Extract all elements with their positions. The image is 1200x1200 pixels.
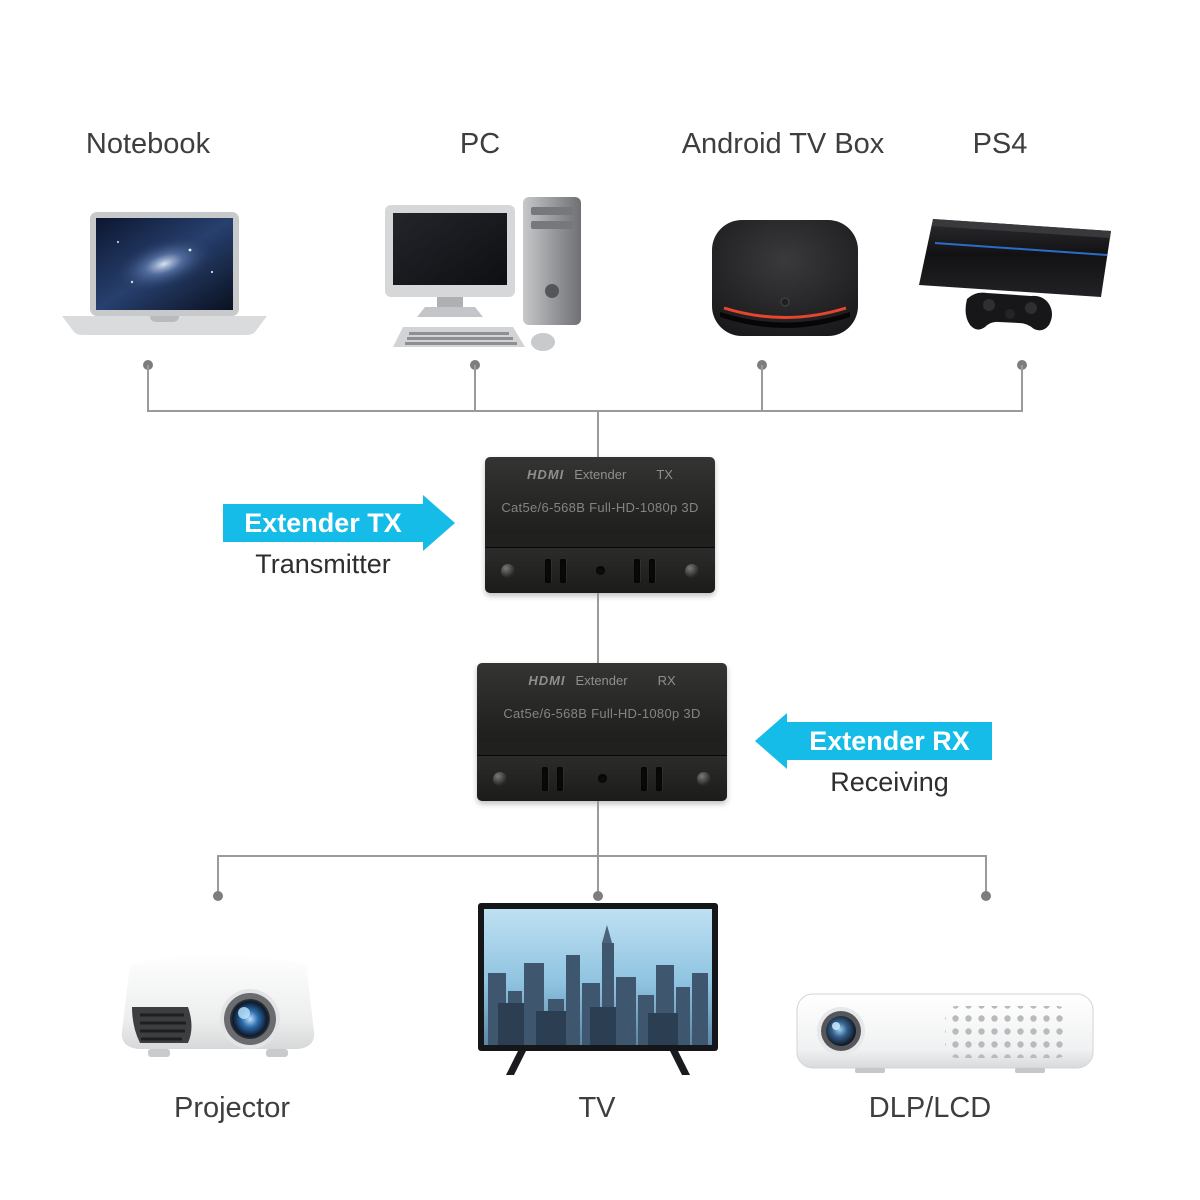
vent-slots-icon xyxy=(541,766,563,791)
screw-icon xyxy=(685,563,699,578)
source-label-ps4: PS4 xyxy=(972,128,1028,160)
tv-image xyxy=(478,903,718,1075)
extender-tx-callout-title: Extender TX xyxy=(244,507,402,538)
extender-rx-callout: Extender RX xyxy=(755,713,992,769)
hdmi-brand-text: HDMI xyxy=(527,467,565,482)
connector-dot xyxy=(213,891,223,901)
connector-dot xyxy=(593,891,603,901)
connector-line xyxy=(761,365,763,411)
extender-rx-front-panel xyxy=(477,755,727,801)
screw-icon xyxy=(493,771,507,786)
output-label-projector: Projector xyxy=(173,1092,291,1124)
notebook-image xyxy=(62,212,267,335)
extender-rx-callout-title: Extender RX xyxy=(809,725,970,756)
connector-line xyxy=(147,410,1023,412)
output-label-tv: TV xyxy=(578,1092,616,1124)
screw-icon xyxy=(697,771,711,786)
extender-rx-top-label: HDMI Extender RX xyxy=(477,663,727,688)
connector-line xyxy=(597,593,599,663)
arrow-left-icon xyxy=(755,713,787,769)
connector-line xyxy=(985,855,987,893)
extender-tx-callout: Extender TX xyxy=(223,495,455,551)
led-hole-icon xyxy=(597,774,607,783)
connector-line xyxy=(474,365,476,411)
vent-slots-icon xyxy=(634,558,656,583)
connector-line xyxy=(1021,365,1023,411)
vent-slots-icon xyxy=(544,558,566,583)
connector-dot xyxy=(981,891,991,901)
extender-tx-spec-text: Cat5e/6-568B Full-HD-1080p 3D xyxy=(501,500,699,515)
led-hole-icon xyxy=(595,566,605,575)
projector-image xyxy=(121,954,315,1057)
source-label-notebook: Notebook xyxy=(85,128,211,160)
extender-tx-device: HDMI Extender TX Cat5e/6-568B Full-HD-10… xyxy=(485,457,715,593)
hdmi-brand-text: HDMI xyxy=(528,673,566,688)
connector-line xyxy=(147,365,149,411)
source-label-pc: PC xyxy=(459,128,501,160)
extender-rx-spec-text: Cat5e/6-568B Full-HD-1080p 3D xyxy=(503,706,701,721)
rx-port-text: RX xyxy=(657,673,676,688)
extender-tx-front-panel xyxy=(485,547,715,593)
android-tv-box-image xyxy=(712,220,858,336)
output-label-dlp-lcd: DLP/LCD xyxy=(868,1092,992,1124)
connector-line xyxy=(597,410,599,457)
connector-line xyxy=(597,855,599,893)
extender-tx-top-label: HDMI Extender TX xyxy=(485,457,715,482)
extender-rx-device: HDMI Extender RX Cat5e/6-568B Full-HD-10… xyxy=(477,663,727,801)
tx-port-text: TX xyxy=(656,467,673,482)
connector-line xyxy=(217,855,219,893)
dlp-lcd-image xyxy=(796,993,1094,1073)
pc-image xyxy=(385,197,581,351)
vent-slots-icon xyxy=(641,766,663,791)
extender-rx-callout-subtitle: Receiving xyxy=(830,767,949,797)
extender-tx-callout-subtitle: Transmitter xyxy=(255,549,391,579)
connector-line xyxy=(217,855,987,857)
ps4-image xyxy=(919,219,1111,331)
screw-icon xyxy=(501,563,515,578)
extender-name-text: Extender xyxy=(574,467,627,482)
connector-line xyxy=(597,801,599,855)
arrow-right-icon xyxy=(423,495,455,551)
extender-name-text: Extender xyxy=(575,673,628,688)
source-label-android-tv-box: Android TV Box xyxy=(681,128,885,160)
